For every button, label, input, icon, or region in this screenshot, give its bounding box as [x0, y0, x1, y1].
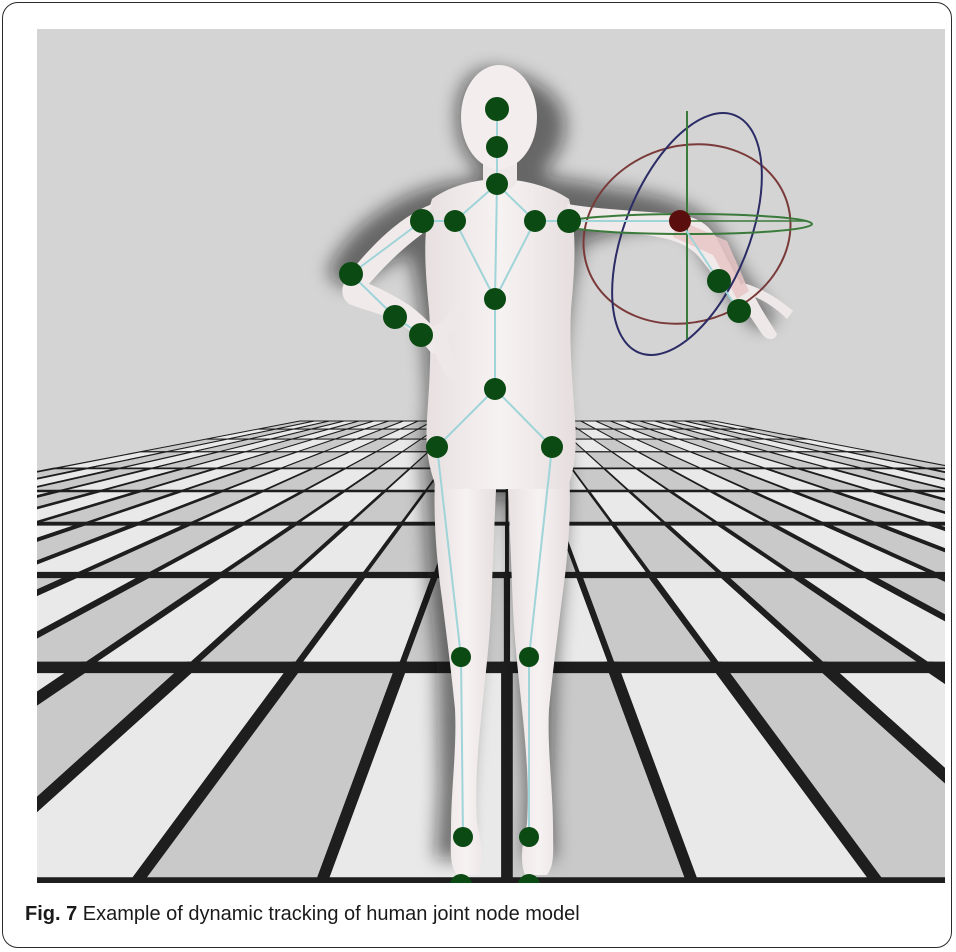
figure-caption-text: Example of dynamic tracking of human joi… [83, 903, 580, 925]
joint-node [383, 305, 407, 329]
joint-node [444, 210, 466, 232]
joint-node [410, 209, 434, 233]
joint-node [524, 210, 546, 232]
figure-caption: Fig. 7 Example of dynamic tracking of hu… [25, 901, 945, 927]
figure-label: Fig. 7 [25, 903, 77, 925]
joint-node [541, 436, 563, 458]
joint-node [727, 299, 751, 323]
joint-node [484, 378, 506, 400]
joint-node [486, 136, 508, 158]
joint-node [409, 323, 433, 347]
joint-node [451, 647, 471, 667]
joint-node [453, 827, 473, 847]
joint-node [707, 269, 731, 293]
joint-node [484, 288, 506, 310]
joint-node [339, 262, 363, 286]
joint-node [519, 647, 539, 667]
joint-node [485, 97, 509, 121]
tracking-scene [37, 29, 945, 883]
figure-image [37, 29, 945, 883]
joint-node [519, 827, 539, 847]
selected-joint-node [669, 210, 691, 232]
joint-node [557, 209, 581, 233]
joint-node [486, 173, 508, 195]
joint-node [426, 436, 448, 458]
